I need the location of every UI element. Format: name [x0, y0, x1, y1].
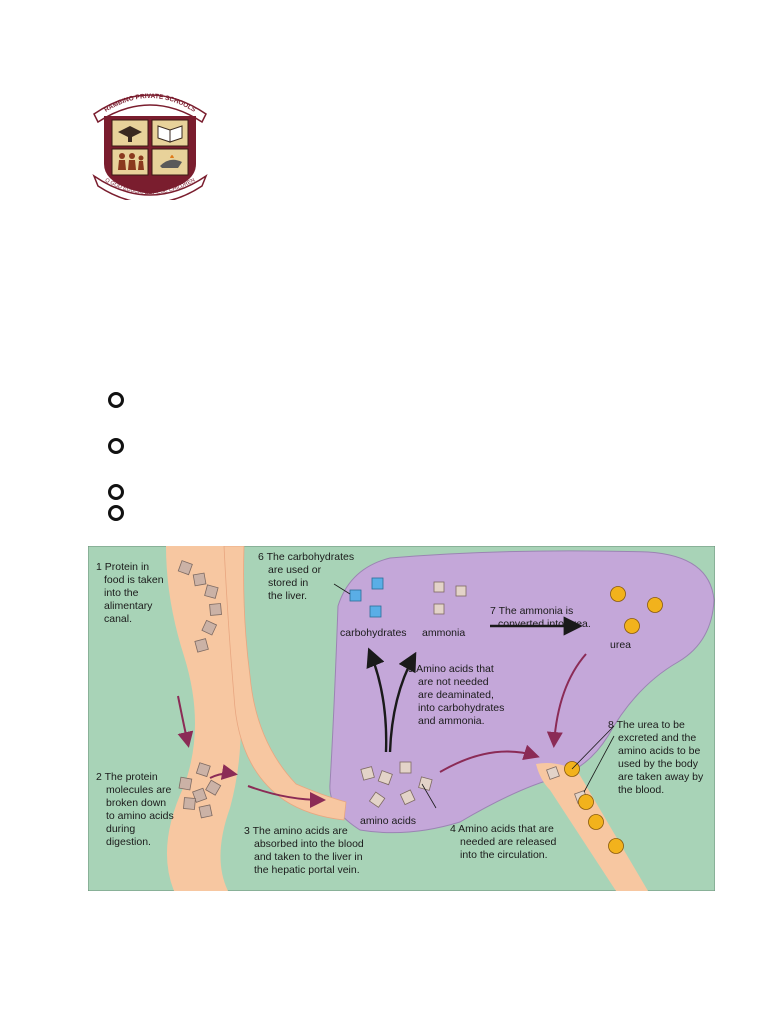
- bullet-marker-2: [108, 438, 124, 454]
- carbohydrates-label: carbohydrates: [340, 627, 407, 639]
- protein-metabolism-diagram: 1 Protein in food is taken into the alim…: [88, 546, 715, 891]
- ammonia-label: ammonia: [422, 627, 465, 639]
- school-logo: RAMBINO PRIVATE SCHOOLS O GOD EDUCATE TH…: [92, 86, 208, 200]
- bullet-marker-1: [108, 392, 124, 408]
- bullet-marker-3: [108, 484, 124, 500]
- step3-label: 3 The amino acids are absorbed into the …: [244, 825, 367, 876]
- amino-acids-label: amino acids: [360, 815, 416, 827]
- step4-label: 4 Amino acids that are needed are releas…: [450, 823, 559, 861]
- bullet-marker-4: [108, 505, 124, 521]
- urea-label: urea: [610, 639, 631, 651]
- step7-label: 7 The ammonia is converted into urea.: [490, 605, 591, 630]
